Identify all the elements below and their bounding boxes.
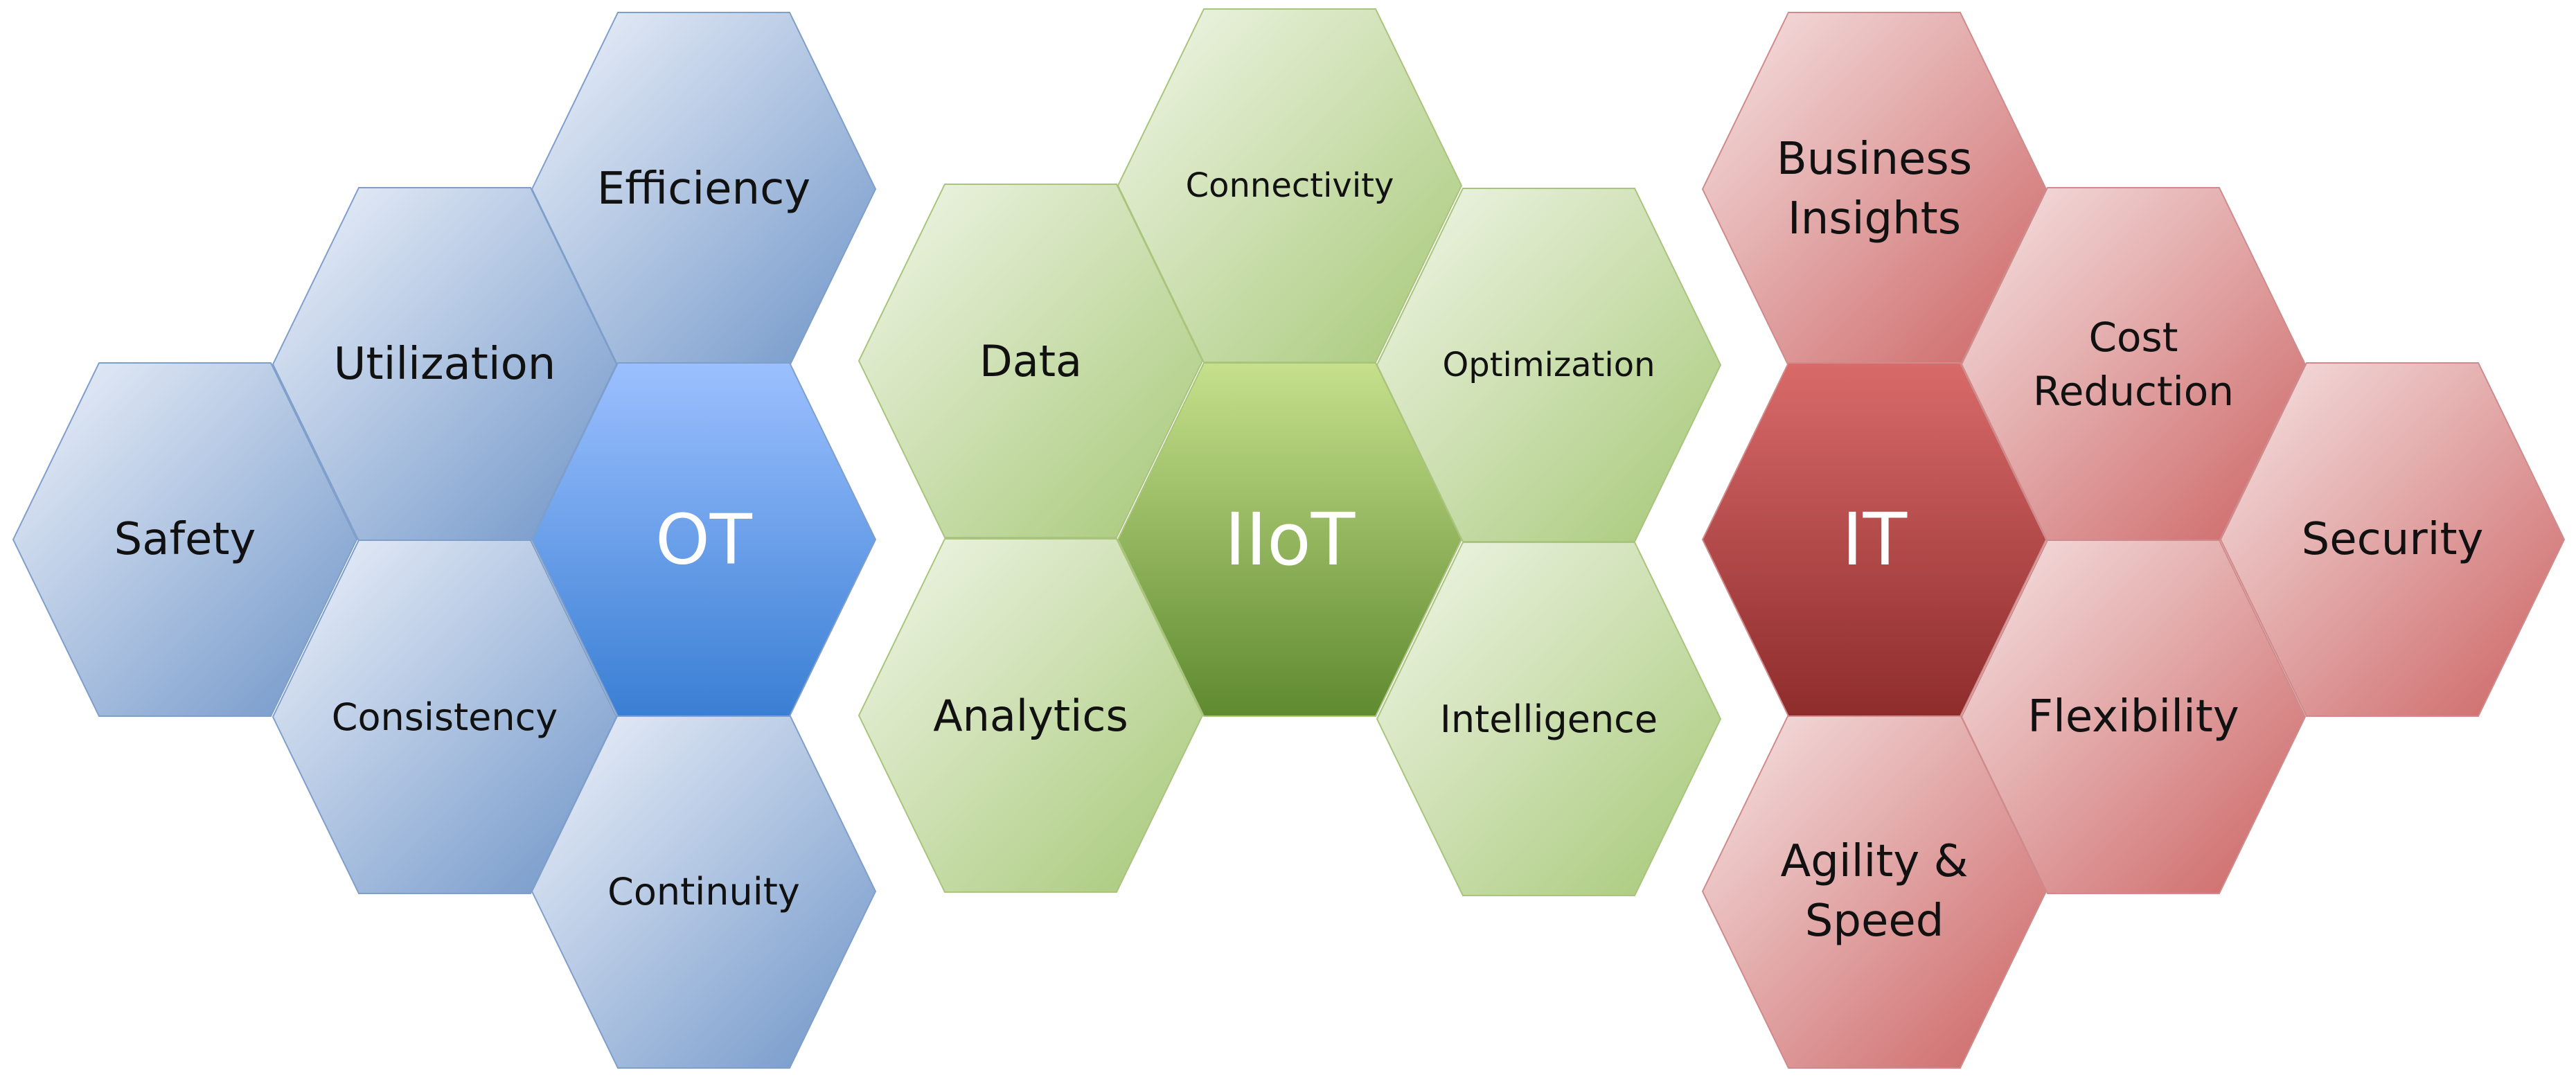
it-center-label: IT xyxy=(1842,497,1908,582)
iiot-analytics-hexagon xyxy=(858,538,1204,893)
iiot-connectivity-label: Connectivity xyxy=(1186,166,1394,205)
ot-safety-hexagon xyxy=(12,362,358,717)
iiot-data-hexagon xyxy=(858,184,1204,538)
it-security-label: Security xyxy=(2302,514,2484,565)
it-security-hexagon xyxy=(2219,362,2566,717)
iiot-intelligence-label: Intelligence xyxy=(1440,697,1658,741)
iiot-data-label: Data xyxy=(979,336,1082,386)
it-flexibility-label: Flexibility xyxy=(2027,691,2239,742)
it-center-hexagon xyxy=(1701,362,2048,717)
iiot-optimization-label: Optimization xyxy=(1442,346,1655,384)
ot-consistency-label: Consistency xyxy=(332,695,558,739)
iiot-intelligence-hexagon xyxy=(1376,542,1722,896)
ot-safety-label: Safety xyxy=(114,514,256,565)
ot-center-hexagon xyxy=(531,362,877,717)
iiot-center-label: IIoT xyxy=(1225,497,1356,582)
it-flexibility-hexagon xyxy=(1960,540,2307,894)
ot-utilization-label: Utilization xyxy=(334,339,556,390)
ot-continuity-label: Continuity xyxy=(607,870,800,914)
it-agility-speed-label: Agility &Speed xyxy=(1781,836,1969,947)
iiot-analytics-label: Analytics xyxy=(933,691,1128,741)
ot-center-label: OT xyxy=(655,499,753,580)
ot-efficiency-label: Efficiency xyxy=(597,163,810,215)
iiot-center-hexagon xyxy=(1117,362,1463,717)
